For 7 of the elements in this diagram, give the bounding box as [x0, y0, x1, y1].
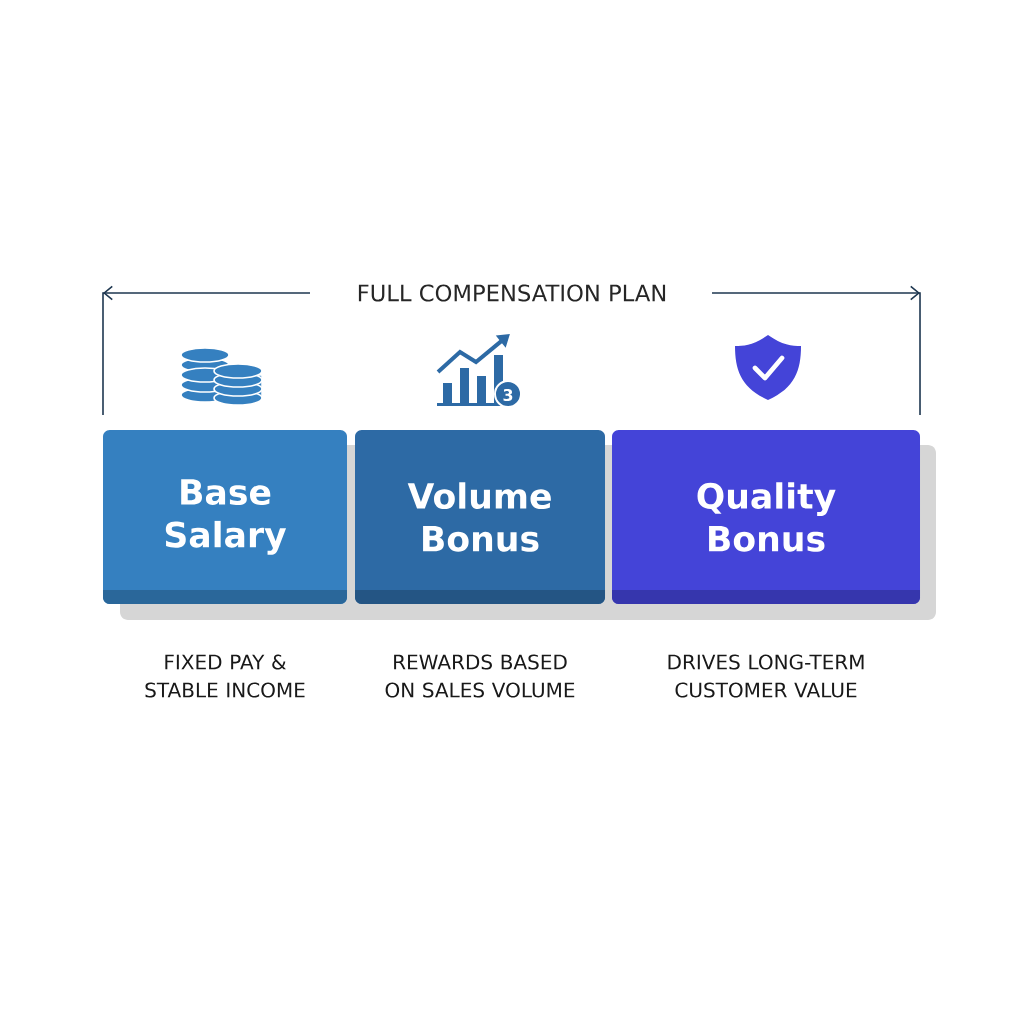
category-box: Volume Bonus	[355, 430, 605, 604]
caption-text: DRIVES LONG-TERM CUSTOMER VALUE	[668, 654, 864, 698]
title: FULL COMPENSATION PLAN	[358, 284, 666, 302]
category-box: Base Salary	[103, 430, 347, 604]
category-box: Quality Bonus	[612, 430, 920, 604]
caption-text: REWARDS BASED ON SALES VOLUME	[385, 654, 575, 698]
caption-text: FIXED PAY & STABLE INCOME	[145, 654, 305, 698]
